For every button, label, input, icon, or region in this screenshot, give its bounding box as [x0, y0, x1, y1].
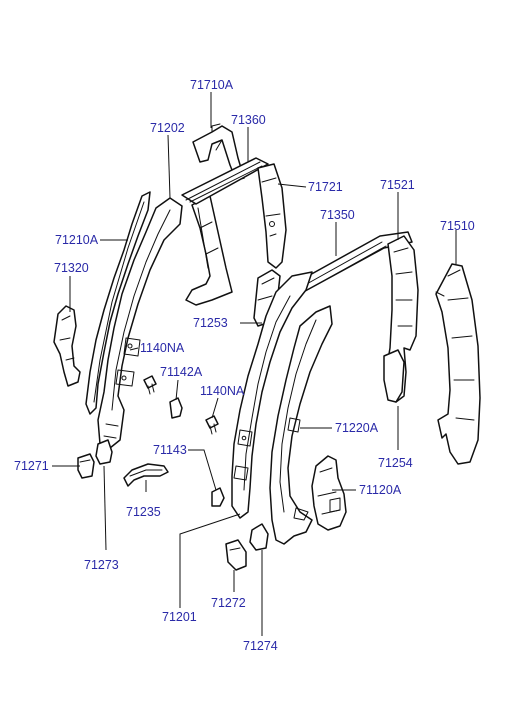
label-71142A: 71142A: [160, 365, 203, 379]
label-71274: 71274: [243, 639, 278, 653]
label-71253: 71253: [193, 316, 228, 330]
label-71254: 71254: [378, 456, 413, 470]
part-71271: [77, 453, 95, 479]
label-71721: 71721: [308, 180, 343, 194]
part-71273: [95, 439, 113, 465]
part-71274: [249, 523, 269, 551]
part-71510: [435, 263, 481, 465]
label-71360: 71360: [231, 113, 266, 127]
label-71272: 71272: [211, 596, 246, 610]
part-71235: [123, 463, 169, 487]
part-71272: [225, 539, 247, 571]
part-71721: [257, 163, 287, 269]
label-71143: 71143: [153, 443, 187, 457]
label-71201: 71201: [162, 610, 197, 624]
part-71320: [53, 305, 81, 387]
label-71320: 71320: [54, 261, 89, 275]
label-71710A: 71710A: [190, 78, 234, 92]
part-71220A: [269, 305, 333, 545]
part-71143: [211, 487, 225, 507]
label-71220A: 71220A: [335, 421, 379, 435]
part-71120A: [311, 455, 347, 531]
label-71273: 71273: [84, 558, 119, 572]
part-71254: [383, 349, 405, 403]
label-1140NA-b: 1140NA: [200, 384, 245, 398]
part-71202: [185, 195, 233, 306]
label-71120A: 71120A: [359, 483, 402, 497]
part-labels: 71710A 71202 71360 71721 71521 71350 715…: [14, 78, 475, 653]
label-1140NA-a: 1140NA: [140, 341, 185, 355]
label-71210A: 71210A: [55, 233, 99, 247]
part-center-pillar: [231, 271, 313, 519]
label-71350: 71350: [320, 208, 355, 222]
part-71360: [181, 157, 269, 205]
label-71521: 71521: [380, 178, 415, 192]
part-1140NA-bolt-b: [205, 415, 219, 435]
leader-lines: [52, 92, 457, 636]
label-71271: 71271: [14, 459, 49, 473]
label-71510: 71510: [440, 219, 475, 233]
part-1140NA-bolt-a: [143, 375, 157, 395]
part-71142A: [169, 397, 183, 419]
part-71210A: [85, 191, 151, 415]
part-71201: [97, 197, 183, 449]
label-71235: 71235: [126, 505, 161, 519]
label-71202: 71202: [150, 121, 185, 135]
